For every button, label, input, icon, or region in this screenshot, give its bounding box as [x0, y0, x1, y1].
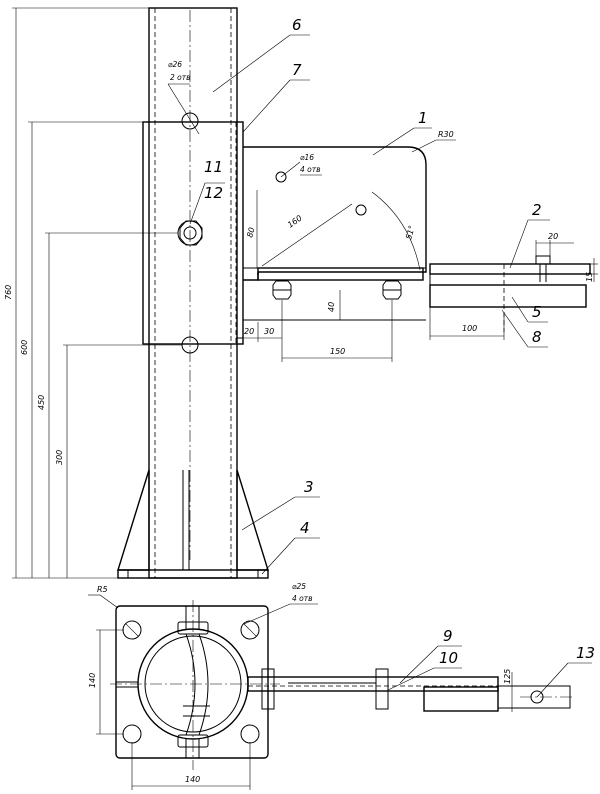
gusset [117, 469, 150, 571]
upper-tube [148, 7, 238, 579]
pos-10: 10 [439, 649, 458, 667]
dim-r30: R30 [438, 130, 454, 139]
elevation-dimensions: 760 600 450 300 80 160 51° 40 20 30 [4, 7, 598, 579]
tube-hole-upper [181, 112, 199, 130]
pos-3: 3 [304, 478, 314, 496]
pos-1: 1 [418, 109, 428, 127]
dim-140-horizontal: 140 [185, 775, 200, 784]
dim-125: 125 [503, 669, 512, 684]
dim-r5: R5 [97, 585, 108, 594]
pos-8: 8 [532, 328, 542, 346]
pos-13: 13 [576, 644, 595, 662]
dim-150: 150 [330, 347, 345, 356]
hole-26-qty: 2 отв [170, 73, 191, 82]
pos-6: 6 [292, 16, 302, 34]
dim-100: 100 [462, 324, 477, 333]
pos-7: 7 [292, 61, 302, 79]
pos-5: 5 [532, 303, 542, 321]
gusset-right [236, 469, 269, 571]
hole-16-qty: 4 отв [300, 165, 321, 174]
bracket-hole-2 [355, 204, 367, 216]
hole-26-dia: ⌀26 [168, 60, 182, 69]
dim-80: 80 [245, 226, 256, 238]
dim-20-bolt: 20 [548, 232, 558, 241]
dim-160: 160 [286, 214, 304, 230]
pos-2: 2 [532, 201, 542, 219]
plan-view [110, 600, 575, 770]
clamp-block [429, 284, 587, 308]
pos-12: 12 [204, 184, 223, 202]
rail-nut-right [382, 280, 402, 300]
dim-15: 15 [585, 272, 594, 282]
dim-450: 450 [37, 395, 46, 410]
dim-angle-51: 51° [404, 224, 416, 240]
dim-140-vertical: 140 [88, 673, 97, 688]
pos-4: 4 [300, 519, 310, 537]
arm-plan [247, 676, 499, 692]
bracket-hole [275, 171, 287, 183]
hole-25-dia: ⌀25 [292, 582, 306, 591]
rail-bolt [535, 255, 551, 282]
pos-11: 11 [204, 158, 223, 176]
base-plate [117, 569, 269, 579]
dim-600: 600 [20, 340, 29, 355]
elevation-view [117, 7, 591, 579]
position-callouts: 6 7 1 2 5 8 11 12 3 4 [189, 16, 550, 575]
support-bar [429, 263, 591, 275]
dim-300: 300 [55, 450, 64, 465]
plan-position-callouts: 9 10 13 [387, 627, 595, 698]
rail-plate [257, 267, 424, 281]
hole-16-dia: ⌀16 [300, 153, 314, 162]
pos-9: 9 [443, 627, 453, 645]
dim-40: 40 [327, 302, 336, 312]
rail-nut-left [272, 280, 292, 300]
dim-760: 760 [4, 285, 13, 300]
hole-25-qty: 4 отв [292, 594, 313, 603]
dim-20: 20 [244, 327, 254, 336]
plan-dimensions: 140 140 125 R5 ⌀25 4 отв [88, 582, 518, 790]
dim-30: 30 [264, 327, 274, 336]
